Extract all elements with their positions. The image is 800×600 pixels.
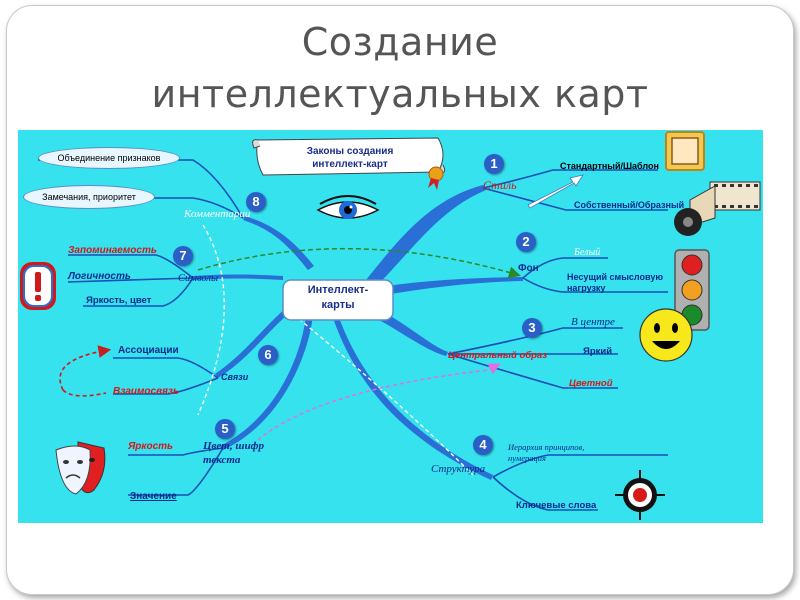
dashed-link-pink	[257, 363, 501, 441]
branch-links-item-associations: Ассоциации	[118, 345, 179, 356]
branch-style-item-own: Собственный/Образный	[574, 200, 685, 210]
branch-central-image-item-center: В центре	[571, 316, 615, 328]
badge-4: 4	[473, 435, 493, 455]
branch-central-image-label: Центральный образ	[448, 350, 548, 361]
film-roll-icon	[674, 181, 761, 236]
badge-7: 7	[173, 246, 193, 266]
eye-icon	[316, 195, 380, 219]
dashed-link-red	[59, 345, 112, 391]
branch-color-code-label: Цвет, шифр текста	[203, 440, 265, 466]
branch-structure-item-hierarchy: Иерархия принципов, нумерация	[508, 442, 585, 463]
badge-3: 3	[522, 318, 542, 338]
scroll-banner	[252, 137, 446, 190]
arrow-to-frame	[527, 174, 584, 209]
picture-frame-icon	[665, 131, 705, 171]
smiley-icon	[639, 308, 693, 362]
branch-central-image-item-colored: Цветной	[569, 378, 613, 389]
branch-central-image-item-bright: Яркий	[583, 346, 613, 357]
branch-structure-label: Структура	[431, 463, 486, 475]
slide-title-line1: Создание	[301, 20, 499, 64]
sub-branches	[28, 159, 668, 511]
branch-background-item-meaningful: Несущий смысловую нагрузку	[567, 272, 664, 293]
branch-structure-item-keywords: Ключевые слова	[516, 500, 597, 511]
branch-links-label: Связи	[221, 372, 249, 382]
dashed-link-white	[197, 224, 226, 416]
center-label: Интеллект- карты	[307, 284, 369, 311]
mind-map: Объединение признаков Замечания, приорит…	[18, 130, 763, 523]
branch-comments-label: Комментарии	[184, 208, 251, 220]
branch-symbols-label: Символы	[178, 273, 219, 284]
main-branches	[193, 185, 523, 480]
mind-map-branches	[20, 131, 761, 520]
scroll-title: Законы создания интеллект-карт	[306, 146, 394, 170]
branch-symbols-item-memorability: Запоминаемость	[68, 245, 157, 256]
branch-background-item-white: Белый	[574, 247, 601, 258]
branch-color-code-item-meaning: Значение	[130, 491, 177, 502]
badge-6: 6	[258, 345, 278, 365]
dashed-link-red-2	[62, 389, 107, 397]
center-box	[282, 279, 394, 321]
traffic-light-icon	[674, 249, 710, 331]
branch-symbols-item-brightness-color: Яркость, цвет	[86, 295, 152, 306]
bubble-remarks-priority-text: Замечания, приоритет	[42, 192, 136, 202]
slide-title-line2: интеллектуальных карт	[151, 72, 649, 116]
bubble-combine-features: Объединение признаков	[38, 147, 180, 169]
badge-2: 2	[516, 232, 536, 252]
target-icon	[615, 470, 665, 520]
slide-title: Создание интеллектуальных карт	[0, 16, 800, 120]
theater-masks-icon	[55, 441, 106, 495]
branch-background-label: Фон	[518, 263, 539, 274]
dashed-link-green	[197, 247, 521, 279]
badge-8: 8	[246, 192, 266, 212]
branch-color-code-item-brightness: Яркость	[128, 441, 173, 452]
bubble-combine-features-text: Объединение признаков	[57, 153, 161, 163]
branch-symbols-item-logic: Логичность	[68, 271, 131, 282]
dashed-link-white-2	[287, 309, 474, 476]
branch-style-item-standard: Стандартный/Шаблон	[560, 161, 659, 171]
badge-5: 5	[215, 419, 235, 439]
warning-icon	[20, 262, 56, 310]
branch-links-item-relationship: Взаимосвязь	[113, 386, 179, 397]
bubble-remarks-priority: Замечания, приоритет	[23, 185, 155, 209]
badge-1: 1	[484, 154, 504, 174]
branch-style-label: Стиль	[483, 178, 517, 192]
